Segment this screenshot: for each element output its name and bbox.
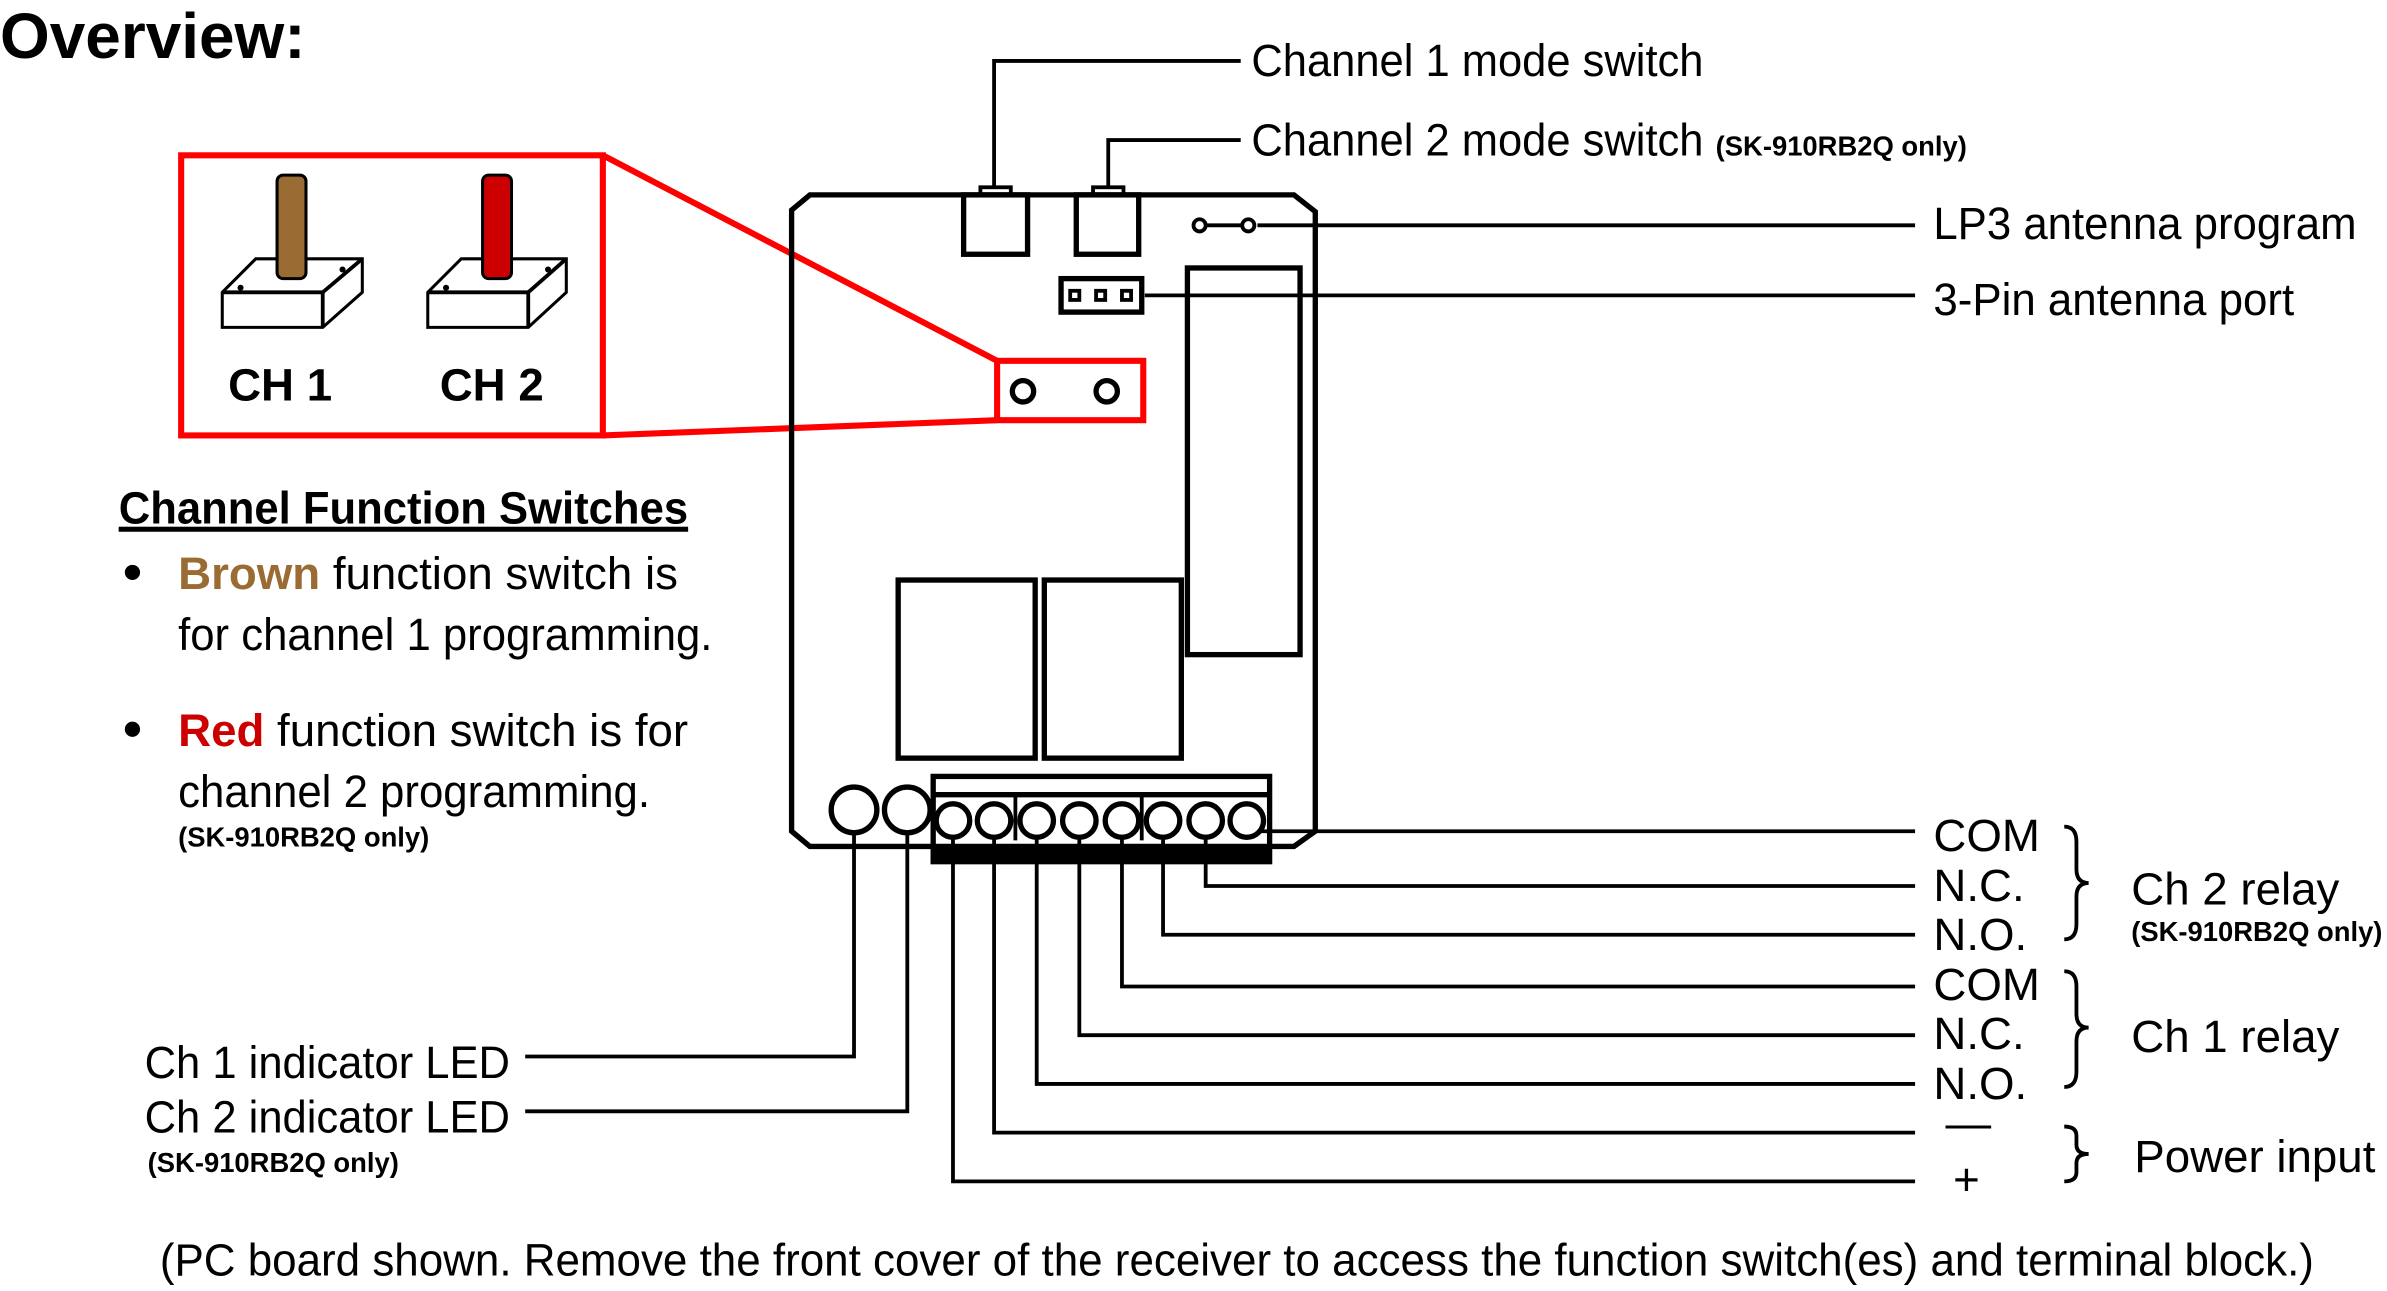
ch2-relay-label: Ch 2 relay bbox=[2131, 863, 2339, 914]
bullet-icon bbox=[124, 564, 141, 581]
channel-1-mode-switch bbox=[960, 192, 1031, 257]
ch2-led-note: (SK-910RB2Q only) bbox=[148, 1147, 399, 1178]
brown-switch-icon bbox=[220, 173, 364, 329]
brace-icons bbox=[2064, 824, 2089, 1184]
page-title: Overview: bbox=[0, 0, 306, 72]
leader-lines bbox=[525, 59, 1916, 1184]
ch2-mode-label: Channel 2 mode switch bbox=[1251, 114, 1703, 165]
power-input-label: Power input bbox=[2134, 1131, 2375, 1182]
ch1-led-label: Ch 1 indicator LED bbox=[145, 1037, 510, 1088]
bullet-1-line2: for channel 1 programming. bbox=[178, 609, 712, 660]
ch1-relay-label: Ch 1 relay bbox=[2131, 1011, 2339, 1062]
ch2-led bbox=[881, 784, 933, 836]
lp3-label: LP3 antenna program bbox=[1933, 198, 2356, 249]
relay-2 bbox=[1041, 577, 1184, 761]
antenna-port bbox=[1058, 275, 1145, 315]
bullet-1: Brown function switch is bbox=[178, 548, 678, 599]
bullet-2-note: (SK-910RB2Q only) bbox=[178, 821, 429, 852]
ch2-mode-note: (SK-910RB2Q only) bbox=[1716, 130, 1967, 161]
pc-board bbox=[788, 185, 1318, 865]
antenna-port-label: 3-Pin antenna port bbox=[1933, 274, 2294, 325]
terminal-label: N.O. bbox=[1933, 909, 2027, 960]
switch-inset: CH 1 CH 2 bbox=[178, 152, 999, 439]
terminal-label: N.C. bbox=[1933, 1008, 2024, 1059]
relay-1 bbox=[895, 577, 1038, 761]
terminal-block bbox=[930, 773, 1273, 865]
bullet-icon bbox=[124, 721, 141, 737]
channel-2-mode-switch bbox=[1073, 192, 1142, 257]
red-switch-icon bbox=[426, 173, 568, 329]
bullet-2-line2: channel 2 programming. bbox=[178, 766, 650, 817]
ch1-label: CH 1 bbox=[228, 359, 332, 410]
ch2-relay-note: (SK-910RB2Q only) bbox=[2131, 916, 2382, 947]
terminal-label: COM bbox=[1933, 810, 2040, 861]
ch1-led bbox=[828, 784, 880, 836]
terminal-label: N.C. bbox=[1933, 860, 2024, 911]
bullet-2: Red function switch is for bbox=[178, 705, 688, 756]
terminal-label: — bbox=[1946, 1098, 1992, 1149]
terminal-label: + bbox=[1953, 1154, 1980, 1205]
ch2-led-label: Ch 2 indicator LED bbox=[145, 1092, 510, 1143]
ch1-mode-label: Channel 1 mode switch bbox=[1251, 35, 1703, 86]
ch2-label: CH 2 bbox=[440, 359, 544, 410]
terminal-label: N.O. bbox=[1933, 1058, 2027, 1109]
caption: (PC board shown. Remove the front cover … bbox=[160, 1235, 2314, 1286]
terminal-label: COM bbox=[1933, 959, 2040, 1010]
functions-heading: Channel Function Switches bbox=[119, 483, 688, 534]
